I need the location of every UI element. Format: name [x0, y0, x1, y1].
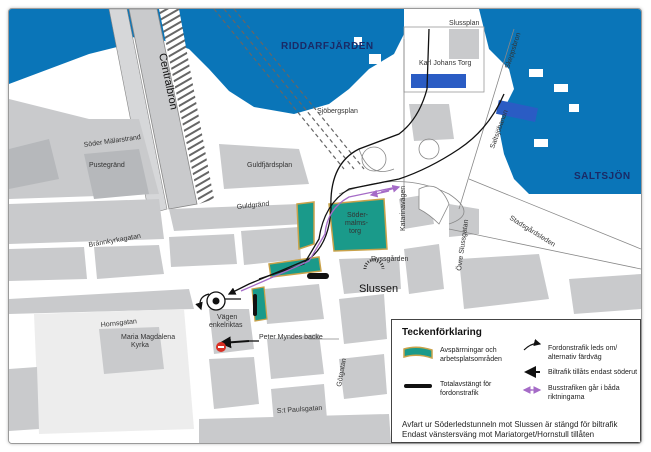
legend-title: Teckenförklaring [402, 327, 482, 338]
riddarfjarden-water [9, 9, 404, 114]
label-enkelriktas: enkelriktas [209, 322, 243, 329]
legend-detour-text: Fordonstrafik leds om/ alternativ färdvä… [548, 345, 618, 361]
label-peter-myndes: Peter Myndes backe [259, 334, 323, 341]
construction-area-2 [328, 198, 388, 252]
rail-tracks [213, 9, 365, 170]
legend-symbols [403, 339, 542, 394]
label-vagen: Vägen [217, 314, 237, 321]
label-hornsgatan: Hornsgatan [100, 318, 137, 329]
label-maria-magdalena: Maria Magdalena [121, 334, 175, 341]
label-pustegrand: Pustegränd [89, 162, 125, 169]
label-st-paulsgatan: S:t Paulsgatan [277, 405, 323, 415]
no-entry-icon [216, 342, 226, 352]
centralbron-bridge [108, 9, 214, 215]
label-kyrka: Kyrka [131, 342, 149, 349]
label-sodermalmstorg-3: torg [349, 228, 361, 235]
label-ryssgarden: Ryssgården [371, 255, 408, 263]
bus-routes [240, 184, 401, 292]
legend-bus-text: Busstrafiken går i båda riktningarna [548, 385, 620, 401]
label-karl-johans: Karl Johans Torg [419, 60, 472, 67]
label-saltsjon: SALTSJÖN [574, 169, 631, 182]
map-frame: RIDDARFJÄRDEN SALTSJÖN Centralbron Sluss… [8, 8, 642, 444]
label-sodermalmstorg-2: malms- [345, 220, 369, 227]
label-sjobergsplan: Sjöbergsplan [317, 108, 358, 115]
label-slussen: Slussen [359, 283, 398, 295]
legend-closed-swatch [404, 384, 432, 388]
legend-construction-text: Avspärrningar och arbetsplatsområden [440, 347, 502, 363]
construction-area-1 [296, 201, 315, 251]
label-gotgatan: Götgatan [336, 358, 348, 388]
label-slussplan: Slussplan [449, 20, 479, 27]
legend-note: Avfart ur Söderledstunneln mot Slussen ä… [402, 420, 618, 439]
label-sodermalmstorg-1: Söder- [347, 212, 369, 219]
legend: Teckenförklaring Avspärrningar och arbet… [391, 319, 641, 443]
compass-dashed-icon [363, 258, 385, 270]
legend-detour-arrow-icon [523, 339, 542, 351]
closed-barriers [253, 273, 329, 316]
detour-routes [195, 28, 505, 349]
piers [354, 26, 579, 147]
legend-closed-text: Totalavstängt för fordonstrafik [440, 381, 492, 397]
legend-left-only-text: Biltrafik tillåts endast söderut [548, 369, 638, 376]
label-guldgrand: Guldgränd [236, 201, 269, 211]
label-guldfjardsplan: Guldfjärdsplan [247, 162, 292, 169]
roundabout [206, 291, 226, 311]
legend-construction-swatch [403, 346, 433, 360]
stockholm-slussen-map: RIDDARFJÄRDEN SALTSJÖN Centralbron Sluss… [9, 9, 641, 443]
riddarfjarden-west [9, 9, 139, 84]
label-katarinavagen: Katarinavägen [400, 186, 407, 231]
label-riddarfjarden: RIDDARFJÄRDEN [281, 39, 374, 52]
